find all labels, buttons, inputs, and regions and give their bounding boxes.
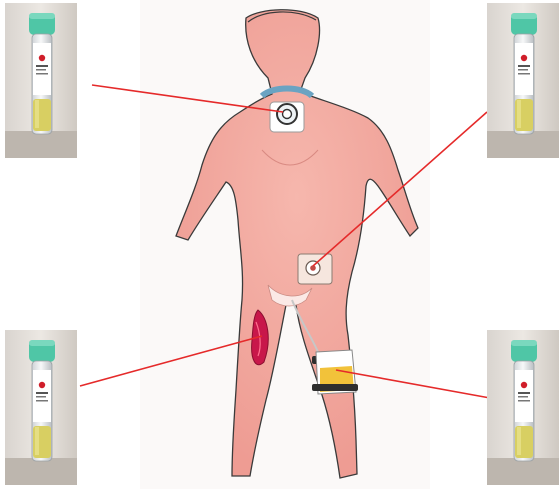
blood-culture-tube-icon: [5, 3, 77, 158]
blood-culture-tube-icon: [487, 330, 559, 485]
abdominal-stoma-site: [298, 254, 332, 284]
blood-culture-tube-icon: [487, 3, 559, 158]
specimen-tube-wound: [5, 330, 77, 485]
specimen-tube-ostomy: [487, 3, 559, 158]
blood-culture-tube-icon: [5, 330, 77, 485]
specimen-tube-urine: [487, 330, 559, 485]
specimen-tube-tracheostomy: [5, 3, 77, 158]
